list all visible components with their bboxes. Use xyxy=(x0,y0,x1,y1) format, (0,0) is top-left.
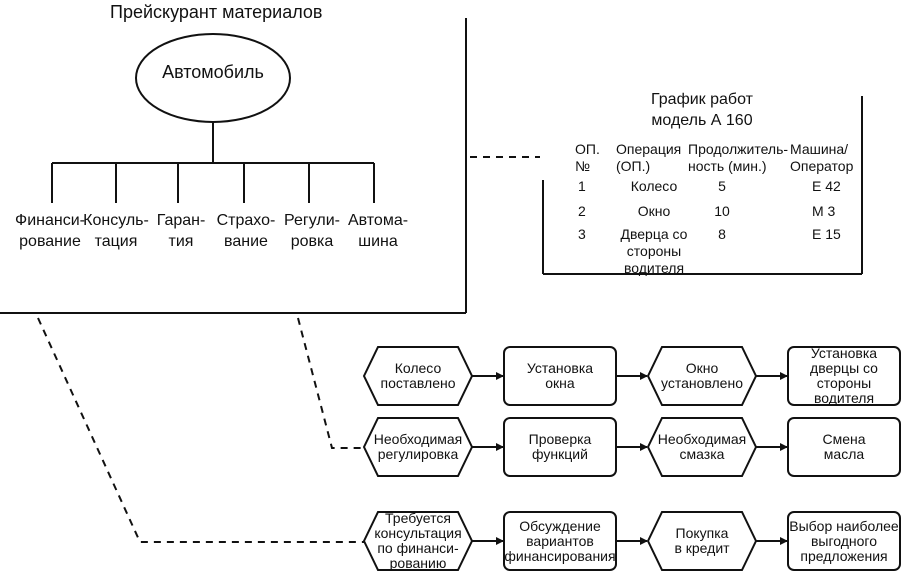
schedule-header-duration: Продолжитель- ность (мин.) xyxy=(688,141,789,174)
flow-1-event-shape xyxy=(646,346,758,406)
schedule-cell: 1 xyxy=(578,178,586,194)
flow-1-event-shape xyxy=(362,346,474,406)
flow-3-event-label: Покупка в кредит xyxy=(674,525,730,556)
dashed-connectors xyxy=(37,156,540,543)
schedule-cell: Е 42 xyxy=(812,178,841,194)
flow-3-action-label: Выбор наиболее выгодного предложения xyxy=(789,517,899,564)
page-title: Прейскурант материалов xyxy=(110,2,323,22)
schedule-cell: 2 xyxy=(578,203,586,219)
flow-1-action-shape xyxy=(787,346,901,406)
schedule-header-machine: Машина/ Оператор xyxy=(790,141,854,174)
schedule-cell: Окно xyxy=(637,203,671,219)
schedule-cell: Е 15 xyxy=(812,226,841,242)
schedule-cell: 8 xyxy=(718,226,726,242)
category-warranty: Гаран- тия xyxy=(156,212,206,250)
schedule-cell: 5 xyxy=(718,178,726,194)
schedule-cell: 10 xyxy=(714,203,730,219)
schedule-header-operation: Операция (ОП.) xyxy=(616,141,682,174)
schedule-header-op-number: ОП. № xyxy=(575,141,600,174)
flow-2-action-shape xyxy=(787,417,901,477)
category-adjustment: Регули- ровка xyxy=(284,212,340,250)
flow-1-action-label: Установка дверцы со стороны водителя xyxy=(810,345,878,406)
flow-1-action-label: Установка окна xyxy=(526,360,594,391)
root-node-label: Автомобиль xyxy=(162,62,264,82)
schedule-cell: Колесо xyxy=(630,178,678,194)
flow-3-event-label: Требуется консультация по финанси- рован… xyxy=(374,510,462,571)
category-car: Автома- шина xyxy=(347,212,409,250)
flow-3-action-shape xyxy=(787,511,901,571)
schedule-cell: М 3 xyxy=(812,203,836,219)
schedule-title: График работ модель А 160 xyxy=(651,91,753,129)
category-financing: Финанси- рование xyxy=(15,212,85,250)
flow-2-action-label: Проверка функций xyxy=(528,431,592,462)
flow-3-action-label: Обсуждение вариантов финансирования xyxy=(504,517,616,564)
flow-1-event-label: Окно установлено xyxy=(661,360,743,391)
category-consultation: Консуль- тация xyxy=(83,212,149,250)
category-insurance: Страхо- вание xyxy=(216,212,276,250)
flow-2-event-label: Необходимая смазка xyxy=(657,431,747,462)
flow-3-event-shape xyxy=(362,511,474,571)
flow-3-event-shape xyxy=(646,511,758,571)
schedule-cell: 3 xyxy=(578,226,586,242)
flow-2-action-label: Смена масла xyxy=(822,431,866,462)
flow-2-event-shape xyxy=(646,417,758,477)
flow-2-event-label: Необходимая регулировка xyxy=(373,431,463,462)
flow-2-event-shape xyxy=(362,417,474,477)
flow-1-event-label: Колесо поставлено xyxy=(380,360,456,391)
schedule-cell: Дверца со стороны водителя xyxy=(620,226,688,276)
tree-branches xyxy=(51,163,375,203)
